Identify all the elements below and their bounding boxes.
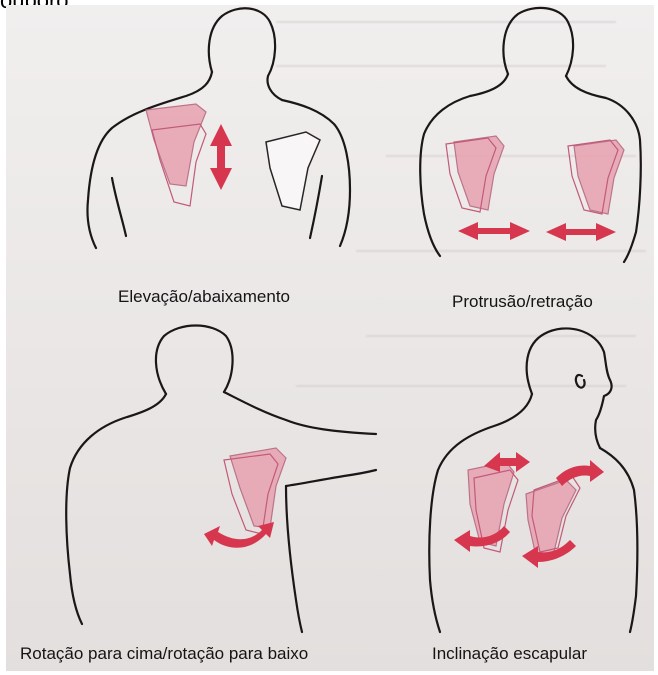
left-arm-outline	[112, 178, 126, 236]
caption-elevation: Elevação/abaixamento	[118, 287, 290, 307]
arrow-up-down	[210, 124, 232, 190]
arrow-left-right	[458, 222, 530, 240]
head-neck-outline	[156, 326, 233, 395]
left-shoulder-outline	[87, 72, 212, 248]
panel-protraction	[420, 8, 641, 262]
head-neck-outline	[503, 8, 573, 76]
caption-protraction: Protrusão/retração	[452, 292, 593, 312]
head-profile-outline	[527, 328, 612, 448]
arrow-curved	[204, 522, 274, 548]
caption-rotation: Rotação para cima/rotação para baixo	[20, 644, 308, 664]
arrow-left-right	[546, 223, 616, 241]
right-arm-outline	[310, 176, 322, 238]
right-torso-outline	[286, 486, 302, 632]
raised-arm-underside	[286, 470, 376, 486]
scapula-left	[454, 136, 504, 210]
scapula-reference	[266, 132, 320, 210]
right-shoulder-outline	[600, 448, 637, 632]
scapula-rotated-up	[230, 448, 286, 528]
raised-arm-outline	[224, 392, 376, 434]
panel-tilt	[429, 328, 637, 632]
head-neck-outline	[209, 8, 282, 100]
scapula-elevated	[146, 104, 206, 186]
caption-tilt: Inclinação escapular	[432, 644, 587, 664]
panel-elevation	[87, 8, 350, 248]
left-shoulder-outline	[66, 394, 166, 624]
arrow-tilt	[556, 460, 604, 486]
panel-rotation	[66, 326, 376, 633]
ear-outline	[576, 375, 585, 388]
